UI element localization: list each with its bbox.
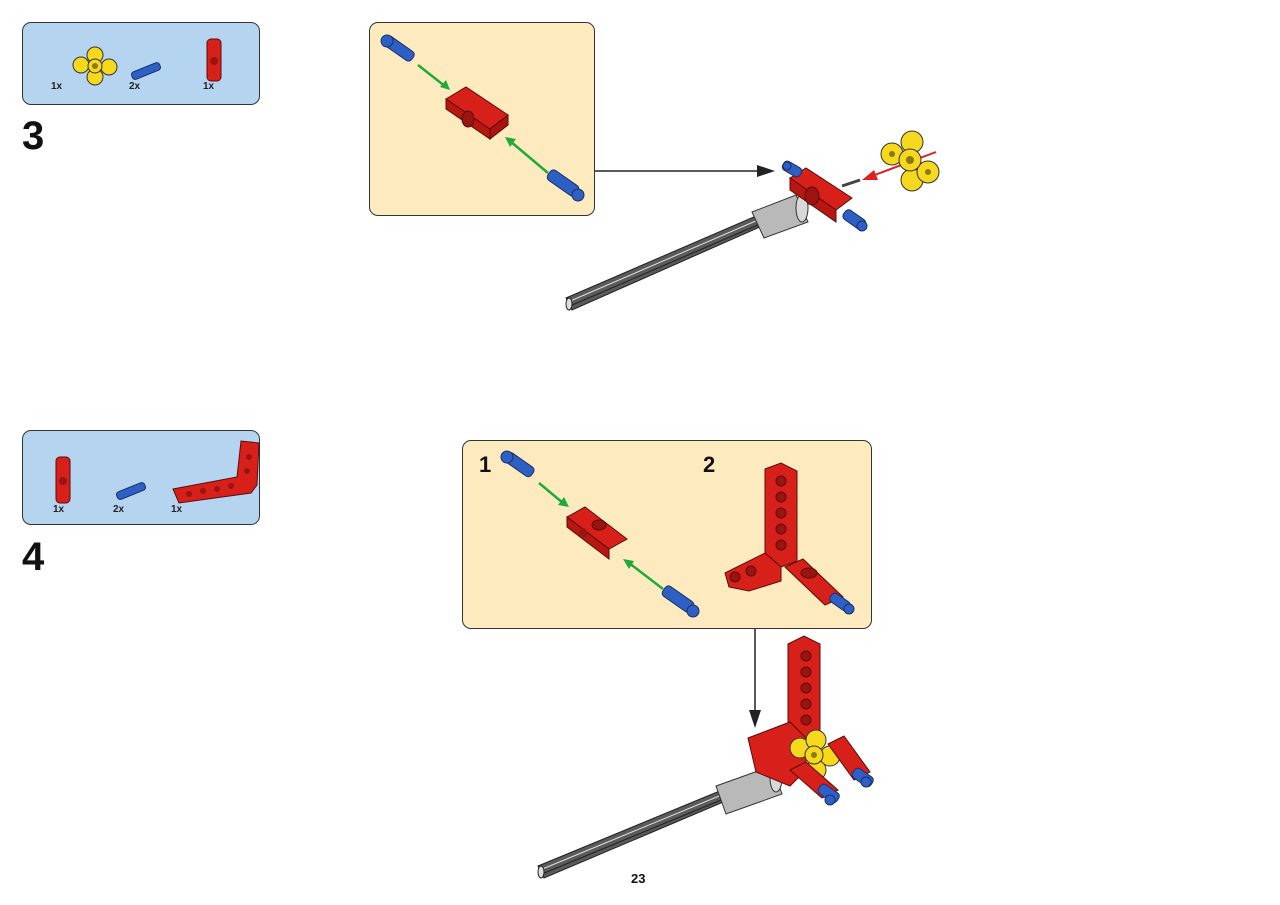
blue-pin-icon — [851, 767, 874, 788]
blue-pin-icon — [661, 585, 700, 618]
step-3-sub-assembly-art — [380, 34, 585, 202]
sub-step-number: 2 — [703, 452, 716, 477]
blue-pin-icon — [546, 169, 585, 202]
step-3-parts-art — [72, 38, 222, 86]
axle-icon — [537, 789, 729, 879]
red-connector-icon — [55, 456, 71, 504]
red-connector-icon — [566, 506, 628, 561]
red-l-beam-icon — [172, 440, 260, 504]
part-quantity: 1x — [51, 81, 63, 92]
step-4-sub-assembly-art — [500, 450, 855, 618]
green-assembly-arrow-icon — [505, 137, 549, 174]
green-assembly-arrow-icon — [623, 559, 664, 590]
step-number: 3 — [22, 114, 45, 158]
blue-pin-icon — [130, 62, 162, 80]
sub-step-number: 1 — [479, 452, 492, 477]
blue-pin-icon — [842, 209, 868, 232]
callout-arrow-icon — [749, 629, 761, 728]
step-4-parts-art — [55, 440, 260, 504]
yellow-cross-connector-icon — [72, 46, 118, 86]
callout-arrow-icon — [595, 165, 775, 177]
blue-pin-icon — [817, 783, 840, 806]
step-4-parts-list: 1x 2x 1x — [22, 430, 260, 525]
red-connector-icon — [206, 38, 222, 82]
part-quantity: 2x — [113, 504, 125, 515]
page-number: 23 — [631, 871, 646, 886]
bushing-icon — [751, 193, 809, 239]
red-connector-icon — [445, 86, 509, 141]
yellow-cross-connector-icon — [880, 130, 940, 192]
step-3-sub-assembly — [369, 22, 595, 216]
blue-pin-icon — [829, 592, 855, 615]
axle-icon — [565, 215, 763, 311]
part-quantity: 2x — [129, 81, 141, 92]
red-connector-icon — [789, 167, 861, 223]
blue-pin-icon — [500, 450, 535, 478]
blue-pin-icon — [115, 482, 147, 500]
red-connector-icon — [784, 558, 844, 606]
step-3-parts-list: 1x 2x 1x — [22, 22, 260, 105]
part-quantity: 1x — [171, 504, 183, 515]
blue-pin-icon — [781, 160, 803, 178]
blue-pin-icon — [380, 34, 415, 62]
part-quantity: 1x — [203, 81, 215, 92]
step-4-sub-assembly: 1 2 — [462, 440, 872, 629]
green-assembly-arrow-icon — [417, 64, 450, 90]
step-number: 4 — [22, 535, 45, 579]
red-l-beam-icon — [724, 462, 798, 592]
part-quantity: 1x — [53, 504, 65, 515]
green-assembly-arrow-icon — [538, 482, 569, 507]
